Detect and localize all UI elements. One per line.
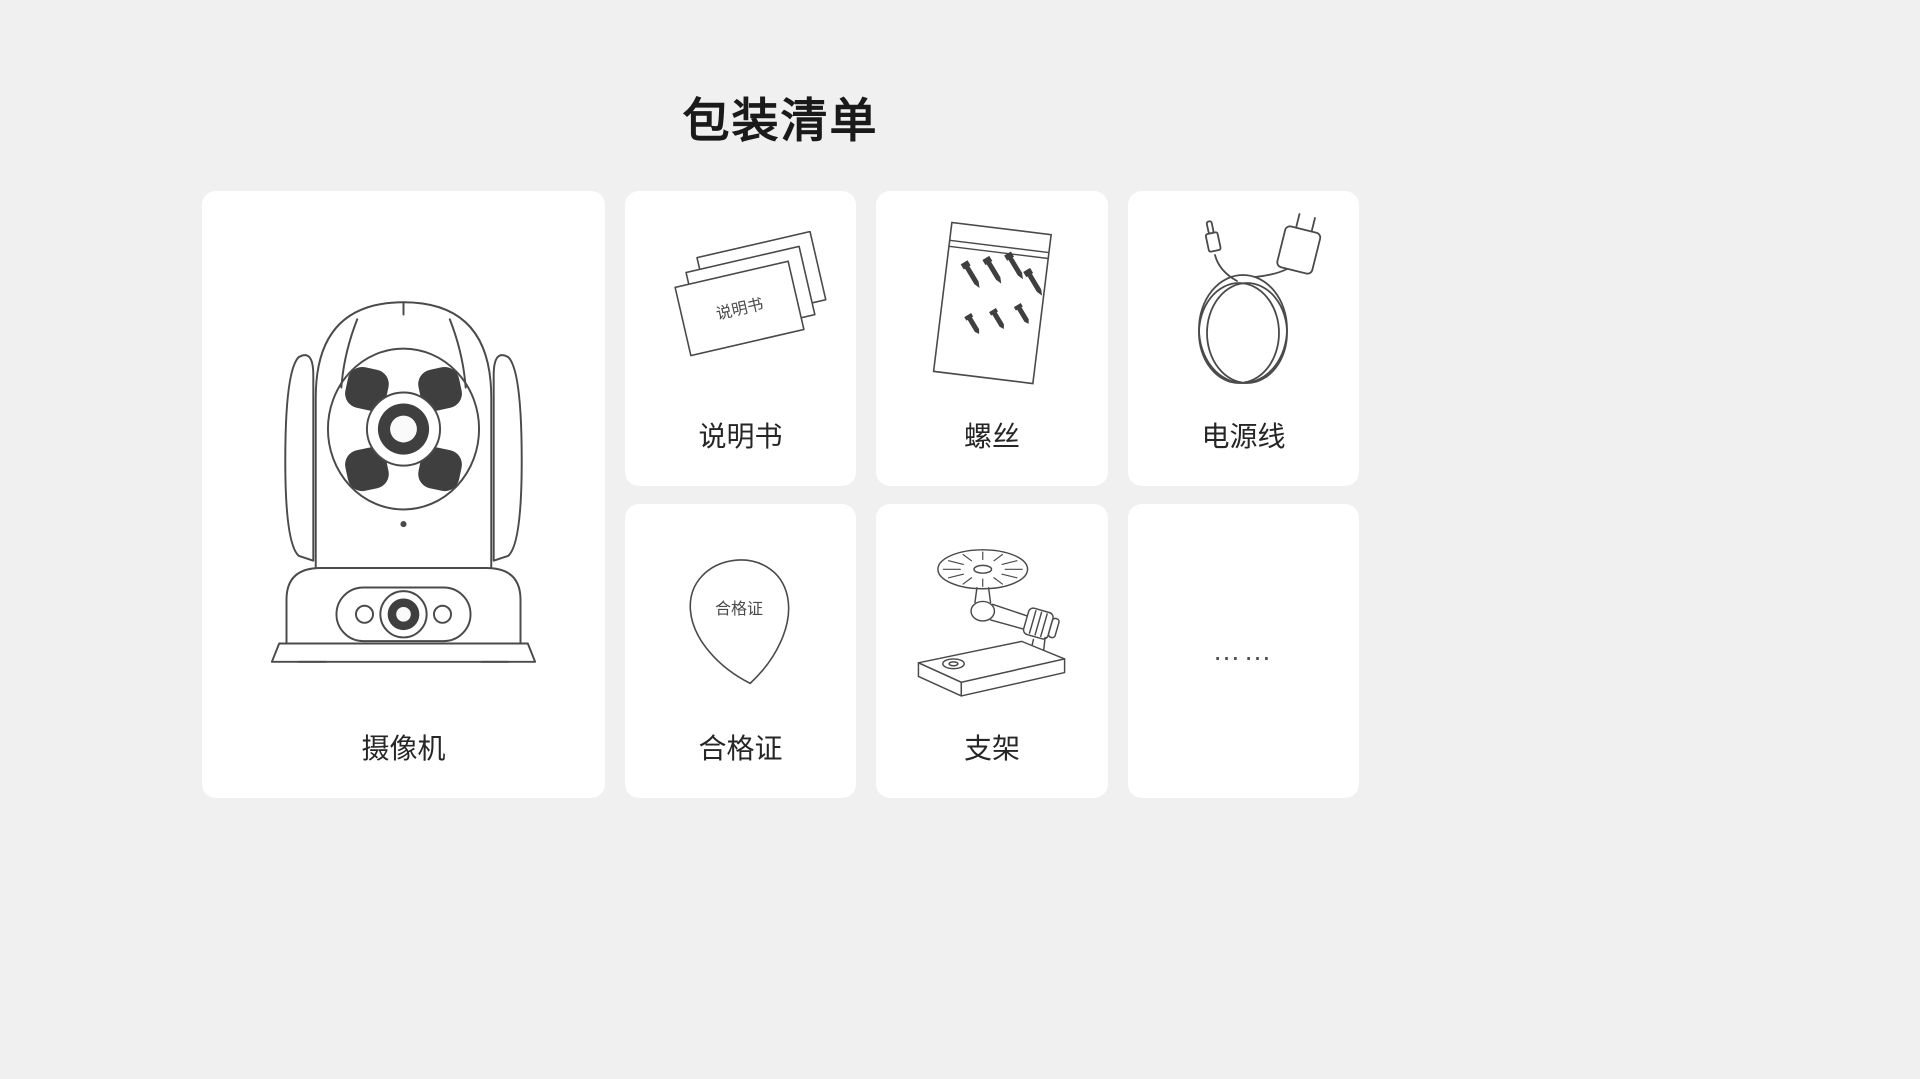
item-label-bracket: 支架 [963, 733, 1020, 764]
card-certificate: 合格证 合格证 [625, 504, 856, 798]
certificate-illustration: 合格证 [625, 504, 856, 732]
screws-line-art [932, 221, 1053, 385]
power-cable-illustration [1128, 191, 1359, 420]
item-label-camera: 摄像机 [361, 733, 446, 764]
camera-illustration [202, 191, 605, 732]
camera-line-art [270, 300, 537, 663]
item-label-manual: 说明书 [698, 421, 783, 452]
certificate-inner-text: 合格证 [714, 600, 762, 618]
item-label-certificate: 合格证 [698, 733, 783, 764]
power-cable-line-art [1197, 212, 1321, 384]
bracket-line-art [917, 549, 1066, 697]
manual-line-art: 说明书 [673, 230, 827, 356]
card-bracket: 支架 [876, 504, 1108, 798]
more-ellipsis-label: …… [1212, 635, 1275, 666]
card-manual: 说明书 说明书 [625, 191, 856, 486]
item-label-power-cable: 电源线 [1201, 421, 1286, 452]
card-camera: 摄像机 [202, 191, 605, 798]
card-power-cable: 电源线 [1128, 191, 1359, 486]
card-more: …… [1128, 504, 1359, 798]
bracket-illustration [876, 504, 1108, 732]
item-label-screws: 螺丝 [963, 421, 1020, 452]
card-screws: 螺丝 [876, 191, 1108, 486]
page-title: 包装清单 [682, 94, 879, 147]
screws-illustration [876, 191, 1108, 420]
items-grid: 摄像机 说明书 说明书 [202, 191, 1359, 798]
certificate-line-art: 合格证 [689, 558, 789, 684]
manual-illustration: 说明书 [625, 191, 856, 420]
